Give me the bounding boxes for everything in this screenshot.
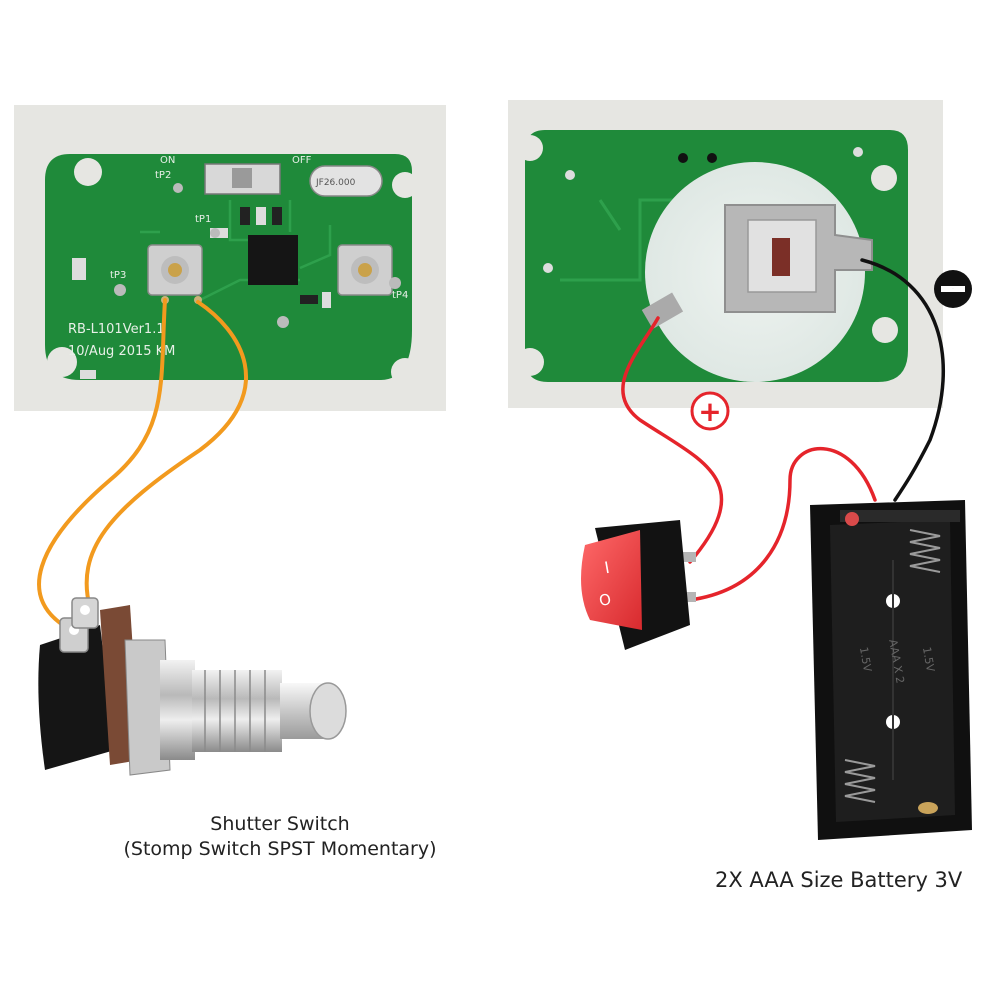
mounting-hole xyxy=(516,348,544,376)
shutter-wire-2 xyxy=(84,300,248,610)
positive-symbol: + xyxy=(690,391,730,431)
shutter-caption-line2: (Stomp Switch SPST Momentary) xyxy=(123,838,437,860)
positive-solder-pad xyxy=(641,292,684,330)
positive-wire-pcb xyxy=(621,316,724,564)
stomp-switch xyxy=(38,597,347,776)
silk-crystal-label: JF26.000 xyxy=(315,178,356,188)
mounting-hole xyxy=(74,158,102,186)
positive-sign: + xyxy=(698,395,721,428)
button-actuator xyxy=(168,263,182,277)
silk-tp4-label: tP4 xyxy=(392,290,408,301)
pcb-back-board xyxy=(516,130,908,382)
silk-tp1-label: tP1 xyxy=(195,214,211,225)
battery-holder: 1.5V AAA X 2 1.5V xyxy=(810,500,972,840)
negative-wire xyxy=(860,258,945,502)
rocker-switch: I O xyxy=(581,520,696,650)
mounting-hole xyxy=(517,135,543,161)
rocker-on-mark: I xyxy=(603,558,611,578)
slide-switch-knob xyxy=(232,168,252,188)
pcb-front-photo: ON OFF tP2 tP1 tP3 tP4 JF26.000 RB-L101V… xyxy=(14,105,446,411)
silk-tp2-label: tP2 xyxy=(155,170,171,181)
mounting-hole xyxy=(872,317,898,343)
crystal-oscillator xyxy=(309,165,383,197)
mounting-hole xyxy=(392,172,418,198)
rocker-off-mark: O xyxy=(598,590,613,610)
ic-chip xyxy=(248,235,298,285)
rocker-paddle xyxy=(581,530,642,630)
stomp-nut xyxy=(160,660,195,760)
mounting-hole xyxy=(391,358,419,386)
shutter-switch-caption: Shutter Switch (Stomp Switch SPST Moment… xyxy=(30,812,530,862)
stomp-switch-body xyxy=(38,625,116,770)
test-point xyxy=(173,183,183,193)
wires xyxy=(37,258,945,634)
holder-marking-left: 1.5V xyxy=(857,646,874,673)
mounting-hole xyxy=(871,165,897,191)
holder-marking-right: 1.5V xyxy=(920,646,937,673)
silk-date-label: 10/Aug 2015 KM xyxy=(68,344,175,359)
button-actuator xyxy=(358,263,372,277)
battery-spring-top xyxy=(909,529,941,573)
stomp-plunger-cap xyxy=(309,682,347,740)
silk-model-label: RB-L101Ver1.1 xyxy=(68,322,165,337)
test-point xyxy=(277,316,289,328)
negative-sign: − xyxy=(953,288,954,290)
pcb-back-photo xyxy=(508,100,943,408)
silk-on-label: ON xyxy=(160,155,175,166)
negative-symbol: − xyxy=(934,270,972,308)
stomp-bracket xyxy=(124,639,171,776)
test-point xyxy=(389,277,401,289)
battery-positive-terminal xyxy=(845,512,859,526)
stomp-thread xyxy=(192,670,282,752)
battery-spring-bottom xyxy=(844,759,876,803)
test-point xyxy=(210,228,220,238)
shutter-wire-1 xyxy=(37,298,167,634)
silk-tp3-label: tP3 xyxy=(110,270,126,281)
mounting-hole xyxy=(47,347,77,377)
pcb-front-board: ON OFF tP2 tP1 tP3 tP4 JF26.000 RB-L101V… xyxy=(45,154,419,386)
battery-terminal-pad xyxy=(918,802,938,814)
test-point xyxy=(114,284,126,296)
battery-caption: 2X AAA Size Battery 3V xyxy=(715,868,963,892)
positive-wire-battery xyxy=(688,447,877,602)
contact-pad xyxy=(772,238,790,276)
silk-off-label: OFF xyxy=(292,155,312,166)
shutter-caption-line1: Shutter Switch xyxy=(210,813,350,835)
